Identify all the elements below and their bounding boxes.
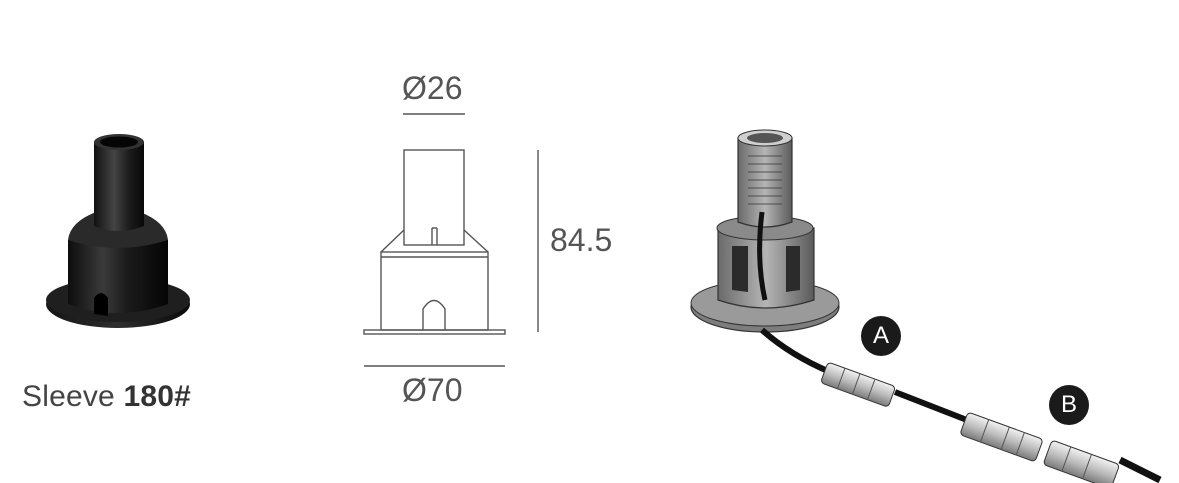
drawing-tube [403,149,465,246]
drawing-slot [422,299,446,330]
product-name-label: Sleeve 180# [22,380,191,414]
product-name: Sleeve [22,380,115,413]
connector-b-female [1043,440,1120,483]
sleeve-slot [94,293,108,316]
drawing-flange [363,329,506,335]
sleeve-body [68,240,168,313]
connector-b-male [960,412,1043,462]
bottom-diameter-label: Ø70 [402,372,463,408]
callout-b-badge: B [1049,385,1089,425]
sleeve-tube [94,142,144,231]
install-tube [737,137,793,228]
top-diameter-label: Ø26 [402,70,463,106]
connector-a [821,362,896,407]
install-cable [760,327,832,375]
callout-a-badge: A [861,316,901,356]
product-number: 180# [123,380,192,413]
height-label: 84.5 [550,222,613,258]
